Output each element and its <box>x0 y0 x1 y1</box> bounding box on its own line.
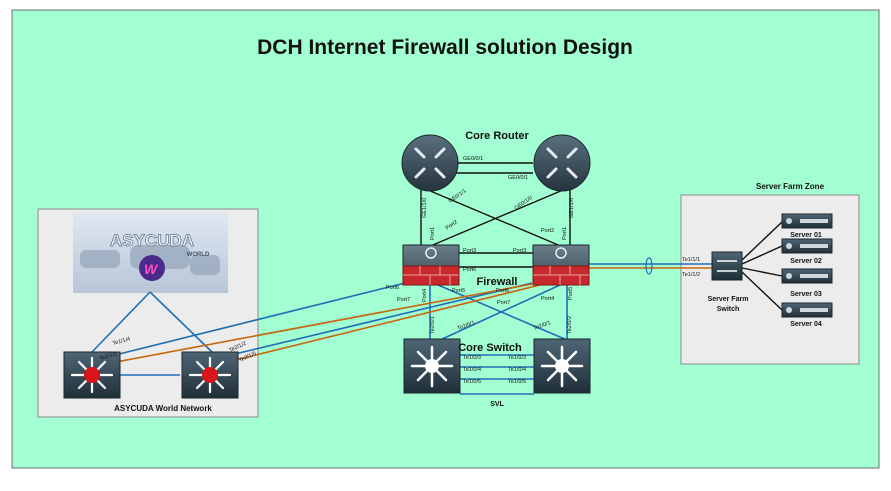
core-router-1[interactable] <box>401 134 459 192</box>
port-label: Te1/0/3 <box>508 355 526 361</box>
core-switch-label: Core Switch <box>458 342 522 354</box>
port-label: Te1/1/2 <box>682 272 700 278</box>
server-farm-switch[interactable] <box>711 251 743 281</box>
port-label: Te2/0/1 <box>430 316 436 334</box>
port-label: Port5 <box>452 288 465 294</box>
asycuda-network-label: ASYCUDA World Network <box>114 404 212 413</box>
port-labels: GE0/0/1 GE0/0/1 GE0/1/1 GE0/1/0 GE1/1/0 … <box>99 156 700 385</box>
server-links <box>741 221 783 311</box>
blue-links <box>91 263 712 395</box>
port-label: Port2 <box>541 228 554 234</box>
port-label: Port7 <box>497 300 510 306</box>
port-label: GE1/1/0 <box>569 198 575 218</box>
core-router-label: Core Router <box>465 130 529 142</box>
port-label: Te2/0/2 <box>567 316 573 334</box>
port-label: Port6 <box>386 285 399 291</box>
port-label: Port4 <box>422 289 428 302</box>
server-02[interactable] <box>781 238 833 254</box>
server-farm-switch-label-1: Server Farm <box>708 296 749 303</box>
orange-links <box>99 267 712 366</box>
asycuda-logo: ASYCUDA WORLD W <box>73 213 228 293</box>
port-label: Port1 <box>430 227 436 240</box>
globe-w-icon <box>139 255 165 281</box>
asycuda-switch-1[interactable] <box>63 351 121 399</box>
diagram-title: DCH Internet Firewall solution Design <box>257 36 633 59</box>
server-04-label: Server 04 <box>790 321 822 328</box>
server-01-label: Server 01 <box>790 232 822 239</box>
port-label: GE0/0/1 <box>463 156 483 162</box>
port-label: Te2/1/1 <box>99 351 118 361</box>
server-03[interactable] <box>781 268 833 284</box>
port-label: Port3 <box>463 248 476 254</box>
port-label: GE0/0/1 <box>508 175 528 181</box>
port-label: Port6 <box>463 267 476 273</box>
core-switch-1[interactable] <box>403 338 461 394</box>
server-03-label: Server 03 <box>790 291 822 298</box>
port-label: Te1/0/4 <box>508 367 526 373</box>
port-label: Port4 <box>541 296 554 302</box>
asycuda-logo-sub: WORLD <box>187 252 210 258</box>
svl-label: SVL <box>490 401 504 408</box>
firewall-2[interactable] <box>532 244 590 286</box>
port-label: Te1/0/4 <box>463 367 481 373</box>
port-label: Te1/0/3 <box>463 355 481 361</box>
port-label: GE1/1/0 <box>422 198 428 218</box>
core-switch-2[interactable] <box>533 338 591 394</box>
port-label: Port1 <box>562 227 568 240</box>
port-label: Te2/0/1 <box>457 320 476 332</box>
server-farm-switch-label-2: Switch <box>717 306 740 313</box>
port-label: Te2/0/1 <box>533 320 552 332</box>
server-02-label: Server 02 <box>790 258 822 265</box>
asycuda-logo-text: ASYCUDA <box>110 231 194 250</box>
lag-bundle-marker <box>645 257 653 275</box>
server-01[interactable] <box>781 213 833 229</box>
black-links <box>420 162 571 268</box>
port-label: Te1/1/1 <box>682 257 700 263</box>
asycuda-switch-2[interactable] <box>181 351 239 399</box>
port-label: Port7 <box>397 297 410 303</box>
port-label: Port5 <box>568 287 574 300</box>
firewall-1[interactable] <box>402 244 460 286</box>
port-label: Te1/1/4 <box>112 336 131 346</box>
port-label: Port6 <box>496 288 509 294</box>
port-label: Port3 <box>513 248 526 254</box>
firewall-label: Firewall <box>477 276 518 288</box>
port-label: Te1/0/5 <box>463 379 481 385</box>
server-04[interactable] <box>781 302 833 318</box>
core-router-2[interactable] <box>533 134 591 192</box>
svg-text:W: W <box>144 261 159 277</box>
server-farm-zone-label: Server Farm Zone <box>756 182 825 191</box>
port-label: Te1/0/5 <box>508 379 526 385</box>
